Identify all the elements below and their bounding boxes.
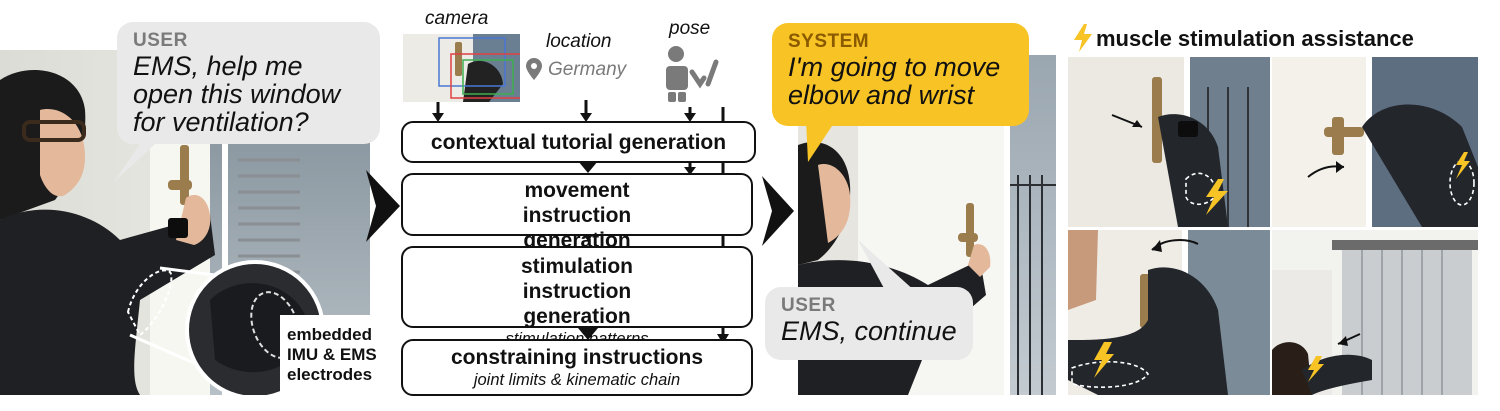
right-panel-title: muscle stimulation assistance: [1096, 26, 1414, 51]
assist-photo-1: [1068, 57, 1270, 227]
caption-line-1: embedded: [287, 325, 373, 344]
step-1-title: contextual tutorial generation: [430, 131, 727, 154]
assist-photo-4-scene: [1272, 230, 1478, 395]
flow-arrow-1: [366, 170, 400, 242]
camera-thumbnail-scene: [403, 34, 520, 102]
user-speaker-label: USER: [133, 30, 188, 51]
user-speech-bubble-2: USER EMS, continue: [765, 287, 973, 360]
camera-label: camera: [425, 8, 489, 29]
step-movement-instruction: movement instruction generation: [401, 173, 753, 252]
step-3-title: stimulation instruction generation: [520, 255, 633, 328]
assist-photo-4: [1272, 230, 1478, 395]
lightning-bolt-icon: [1074, 24, 1092, 52]
step-4-title: constraining instructions: [450, 346, 704, 369]
caption-line-2: IMU & EMS: [287, 345, 377, 364]
location-pin-icon: [526, 58, 542, 80]
location-value: Germany: [548, 59, 627, 80]
step-2-title: movement instruction generation: [522, 179, 632, 252]
assist-photo-2-scene: [1272, 57, 1478, 227]
system-response-text: I'm going to move elbow and wrist: [788, 52, 1001, 110]
pose-label: pose: [669, 18, 711, 39]
location-label: location: [546, 31, 612, 52]
step-4-subtitle: joint limits & kinematic chain: [473, 371, 681, 389]
user-bubble-tail: [114, 132, 168, 182]
user-bubble-2-tail: [858, 240, 916, 292]
user-speech-bubble: USER EMS, help me open this window for v…: [117, 22, 380, 144]
assist-photo-3-scene: [1068, 230, 1270, 395]
user-request-text: EMS, help me open this window for ventil…: [133, 51, 341, 137]
assist-photo-2: [1272, 57, 1478, 227]
caption-line-3: electrodes: [287, 365, 373, 384]
system-bubble-tail: [806, 120, 836, 162]
step-stimulation-instruction: stimulation instruction generation stimu…: [401, 246, 753, 348]
system-speech-bubble: SYSTEM I'm going to move elbow and wrist: [772, 23, 1029, 126]
flow-arrow-2: [762, 176, 794, 246]
user-continue-text: EMS, continue: [781, 316, 957, 346]
system-speaker-label: SYSTEM: [788, 31, 870, 52]
user-2-speaker-label: USER: [781, 295, 836, 316]
step-contextual-tutorial: contextual tutorial generation: [401, 121, 756, 163]
assist-photo-1-scene: [1068, 57, 1270, 227]
pose-figure-icon: [666, 46, 719, 102]
step-constraining-instructions: constraining instructions joint limits &…: [401, 339, 753, 396]
left-photo-caption: embedded IMU & EMS electrodes: [287, 325, 377, 385]
camera-thumbnail: [403, 34, 520, 102]
assist-photo-3: [1068, 230, 1270, 395]
